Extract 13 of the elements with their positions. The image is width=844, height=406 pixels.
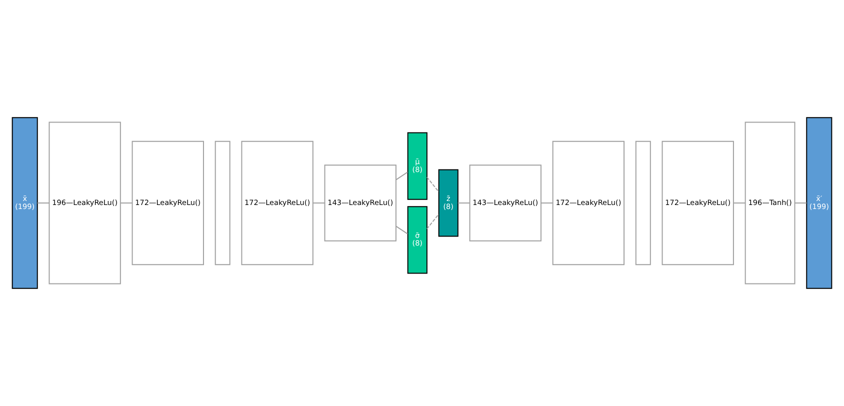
- connector: [396, 226, 408, 234]
- node-box: [214, 140, 230, 266]
- connector: [312, 202, 326, 204]
- connector: [733, 202, 746, 204]
- connector: [794, 202, 808, 204]
- connector: [120, 202, 133, 204]
- connector: [396, 172, 408, 180]
- connector: [426, 176, 440, 192]
- connector: [426, 214, 440, 230]
- connector: [457, 202, 470, 204]
- connector: [540, 202, 554, 204]
- node-box: [635, 140, 651, 266]
- connector: [36, 202, 50, 204]
